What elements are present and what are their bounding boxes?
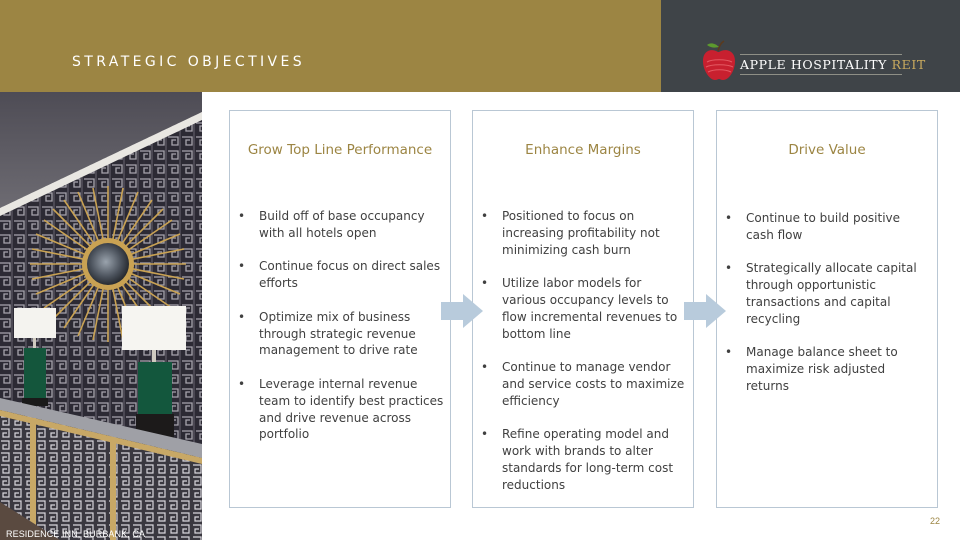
- page-number: 22: [929, 516, 940, 526]
- apple-icon: [703, 40, 735, 80]
- bullet-list: Positioned to focus on increasing profit…: [473, 208, 693, 510]
- right-arrow-icon: [684, 294, 726, 328]
- bullet-item: Strategically allocate capital through o…: [717, 260, 937, 327]
- bullet-item: Positioned to focus on increasing profit…: [473, 208, 693, 258]
- card-title: Enhance Margins: [525, 142, 641, 158]
- bullet-item: Continue to manage vendor and service co…: [473, 359, 693, 409]
- bullet-item: Build off of base occupancy with all hot…: [230, 208, 450, 242]
- bullet-item: Utilize labor models for various occupan…: [473, 275, 693, 342]
- bullet-item: Refine operating model and work with bra…: [473, 426, 693, 493]
- card-title: Drive Value: [788, 142, 866, 158]
- hotel-photo: [0, 92, 202, 540]
- objective-card-enhance-margins: Enhance Margins Positioned to focus on i…: [472, 110, 694, 508]
- objective-card-grow-top-line: Grow Top Line Performance Build off of b…: [229, 110, 451, 508]
- logo-rule-bottom: [740, 74, 902, 75]
- right-arrow-icon: [441, 294, 483, 328]
- logo-name: APPLE HOSPITALITY: [740, 57, 888, 72]
- hotel-lobby-illustration: [0, 92, 202, 540]
- bullet-item: Manage balance sheet to maximize risk ad…: [717, 344, 937, 394]
- card-title: Grow Top Line Performance: [247, 142, 433, 158]
- logo-wordmark: APPLE HOSPITALITY REIT: [740, 57, 926, 72]
- logo-rule-top: [740, 54, 902, 55]
- photo-caption: RESIDENCE INN, BURBANK, CA: [6, 529, 146, 539]
- logo-suffix: REIT: [891, 57, 926, 72]
- company-logo: APPLE HOSPITALITY REIT: [700, 38, 925, 84]
- bullet-list: Build off of base occupancy with all hot…: [230, 208, 450, 460]
- header-band: STRATEGIC OBJECTIVES: [0, 0, 661, 92]
- objective-card-drive-value: Drive Value Continue to build positive c…: [716, 110, 938, 508]
- bullet-item: Optimize mix of business through strateg…: [230, 309, 450, 359]
- bullet-item: Leverage internal revenue team to identi…: [230, 376, 450, 443]
- bullet-item: Continue to build positive cash flow: [717, 210, 937, 244]
- bullet-list: Continue to build positive cash flow Str…: [717, 210, 937, 412]
- bullet-item: Continue focus on direct sales efforts: [230, 258, 450, 292]
- page-title: STRATEGIC OBJECTIVES: [72, 54, 306, 70]
